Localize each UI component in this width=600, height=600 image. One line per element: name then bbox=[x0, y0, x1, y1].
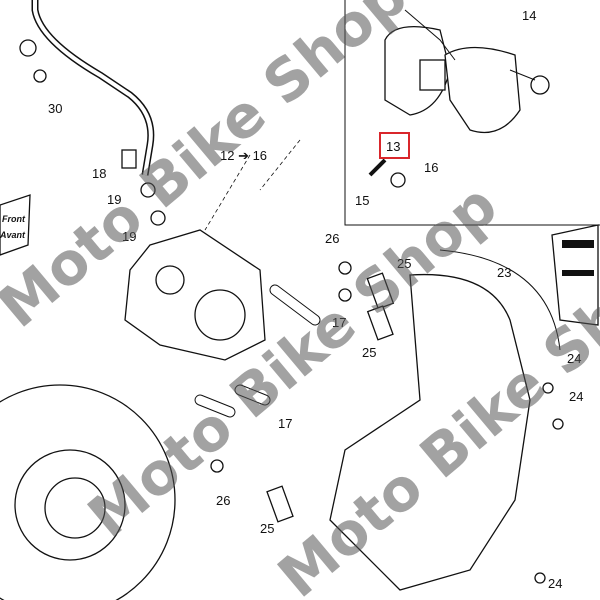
callout-12-16: 12 ➔ 16 bbox=[220, 148, 267, 163]
callout-25: 25 bbox=[362, 345, 376, 360]
callout-15: 15 bbox=[355, 193, 369, 208]
callout-14: 14 bbox=[522, 8, 536, 23]
pad-clip bbox=[404, 9, 456, 61]
cap bbox=[390, 172, 406, 188]
callout-24: 24 bbox=[567, 351, 581, 366]
callout-25: 25 bbox=[260, 521, 274, 536]
inset-frame bbox=[344, 0, 600, 226]
washer bbox=[140, 182, 156, 198]
callout-26: 26 bbox=[216, 493, 230, 508]
callout-13: 13 bbox=[386, 139, 400, 154]
callout-19: 19 bbox=[107, 192, 121, 207]
callout-23: 23 bbox=[497, 265, 511, 280]
pad-spring bbox=[419, 59, 446, 91]
front-sign bbox=[0, 194, 31, 256]
front-sign-line1: Front bbox=[2, 214, 26, 224]
nut bbox=[33, 69, 47, 83]
callout-17: 17 bbox=[278, 416, 292, 431]
brake-pad-right bbox=[444, 46, 521, 134]
hose-clamp bbox=[19, 39, 37, 57]
callout-18: 18 bbox=[92, 166, 106, 181]
callout-17: 17 bbox=[332, 315, 346, 330]
callout-19: 19 bbox=[122, 229, 136, 244]
washer bbox=[150, 210, 166, 226]
bleed-screw bbox=[368, 158, 387, 177]
callout-25: 25 bbox=[397, 256, 411, 271]
callout-30: 30 bbox=[48, 101, 62, 116]
callout-26: 26 bbox=[325, 231, 339, 246]
callout-16: 16 bbox=[424, 160, 438, 175]
front-sign-line2: Avant bbox=[0, 230, 26, 240]
callout-24: 24 bbox=[569, 389, 583, 404]
caliper bbox=[124, 229, 266, 361]
callout-24: 24 bbox=[548, 576, 562, 591]
pin-clip bbox=[530, 75, 550, 95]
highlight-box bbox=[379, 132, 410, 159]
banjo-bolt bbox=[121, 149, 137, 169]
disc-guard bbox=[329, 273, 531, 591]
